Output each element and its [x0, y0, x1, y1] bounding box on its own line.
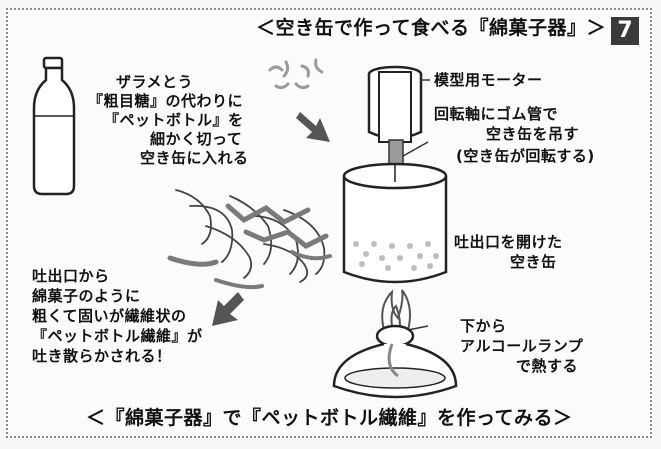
lamp-line-3: で熱する — [516, 357, 579, 375]
motor — [367, 65, 423, 143]
dotted-frame — [6, 8, 652, 438]
fiber-line-2: 綿菓子のように — [32, 287, 141, 305]
lamp-line-1: 下から — [460, 317, 507, 335]
zarame-line-4: 細かく切って — [150, 130, 243, 148]
lamp-flame — [381, 289, 411, 331]
shaft-line-3: (空き缶が回転する) — [456, 147, 595, 165]
label-motor: 模型用モーター — [434, 71, 543, 89]
shaft-line-2: 空き缶を吊す — [486, 125, 580, 143]
zarame-line-2: 『粗目糖』の代わりに — [88, 92, 244, 110]
arrow-fiber-out — [212, 292, 244, 326]
arrow-to-can — [296, 112, 330, 142]
fiber-line-4: 『ペットボトル繊維』が — [32, 327, 203, 345]
zarame-line-5: 空き缶に入れる — [140, 149, 249, 167]
panel-number-badge: 7 — [611, 17, 639, 45]
shaft-line-1: 回転軸にゴム管で — [434, 105, 559, 123]
diagram-footer: ＜『綿菓子器』で『ペットボトル繊維』を作ってみる＞ — [86, 407, 573, 429]
zarame-line-3: 『ペットボトル』を — [104, 111, 244, 129]
diagram-title: ＜空き缶で作って食べる『綿菓子器』＞ — [256, 17, 607, 39]
fiber-line-1: 吐出口から — [32, 267, 110, 285]
can-outlet-holes — [353, 241, 439, 271]
plastic-chips — [268, 58, 324, 90]
zarame-line-1: ザラメとう — [116, 73, 194, 91]
outlet-line-1: 吐出口を開けた — [454, 233, 563, 251]
plastic-fibers — [167, 189, 332, 290]
outlet-line-2: 空き缶 — [510, 253, 557, 271]
fiber-line-5: 吐き散らかされる！ — [32, 347, 172, 365]
lamp-line-2: アルコールランプ — [460, 337, 584, 355]
fiber-line-3: 粗くて固いが繊維状の — [32, 307, 187, 325]
alcohol-lamp — [332, 324, 458, 399]
plastic-bottle — [32, 56, 76, 196]
